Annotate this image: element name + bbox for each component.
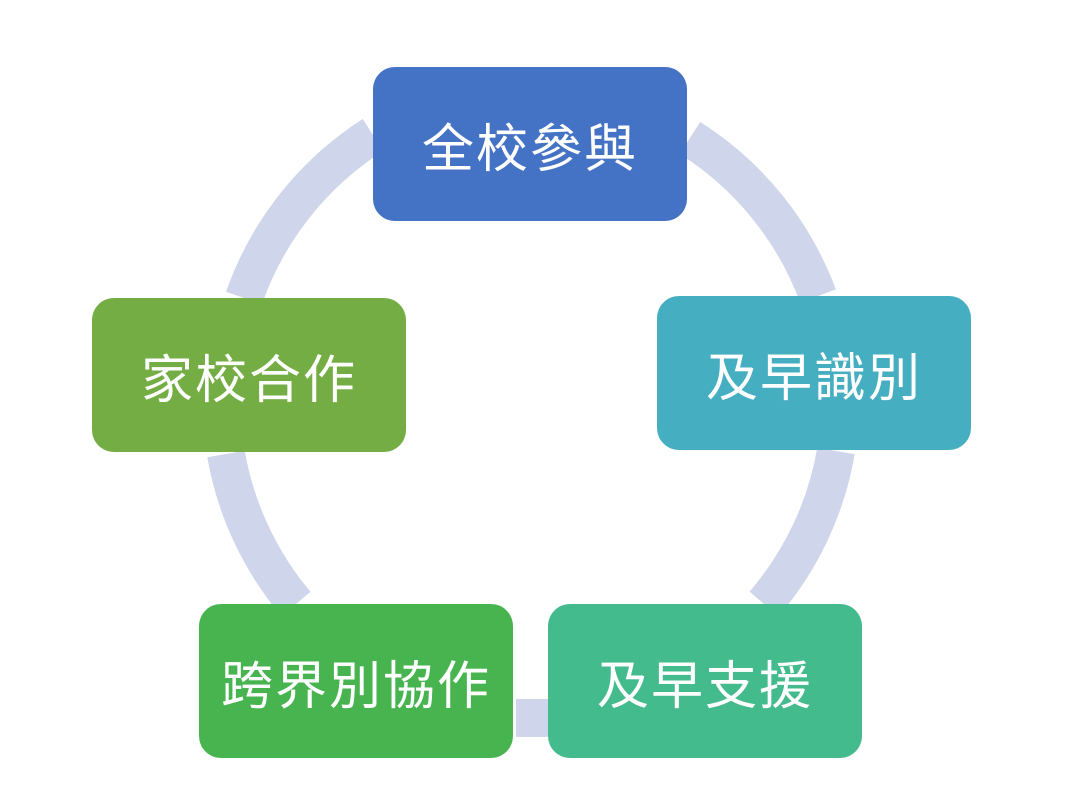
ring-arc-4-5 xyxy=(207,450,311,617)
node-home-school: 家校合作 xyxy=(92,298,406,452)
ring-arc-1-2 xyxy=(679,121,836,303)
node-label: 跨界別協作 xyxy=(220,656,491,717)
node-early-identification: 及早識別 xyxy=(657,296,971,450)
ring-arc-5-1 xyxy=(226,118,384,305)
ring-arc-2-3 xyxy=(749,447,855,617)
node-early-support: 及早支援 xyxy=(548,604,862,758)
node-whole-school: 全校參與 xyxy=(373,67,687,221)
node-label: 及早識別 xyxy=(705,348,922,409)
node-cross-sector: 跨界別協作 xyxy=(199,604,513,758)
node-label: 全校參與 xyxy=(421,119,638,180)
node-label: 家校合作 xyxy=(140,350,357,411)
node-label: 及早支援 xyxy=(596,656,813,717)
